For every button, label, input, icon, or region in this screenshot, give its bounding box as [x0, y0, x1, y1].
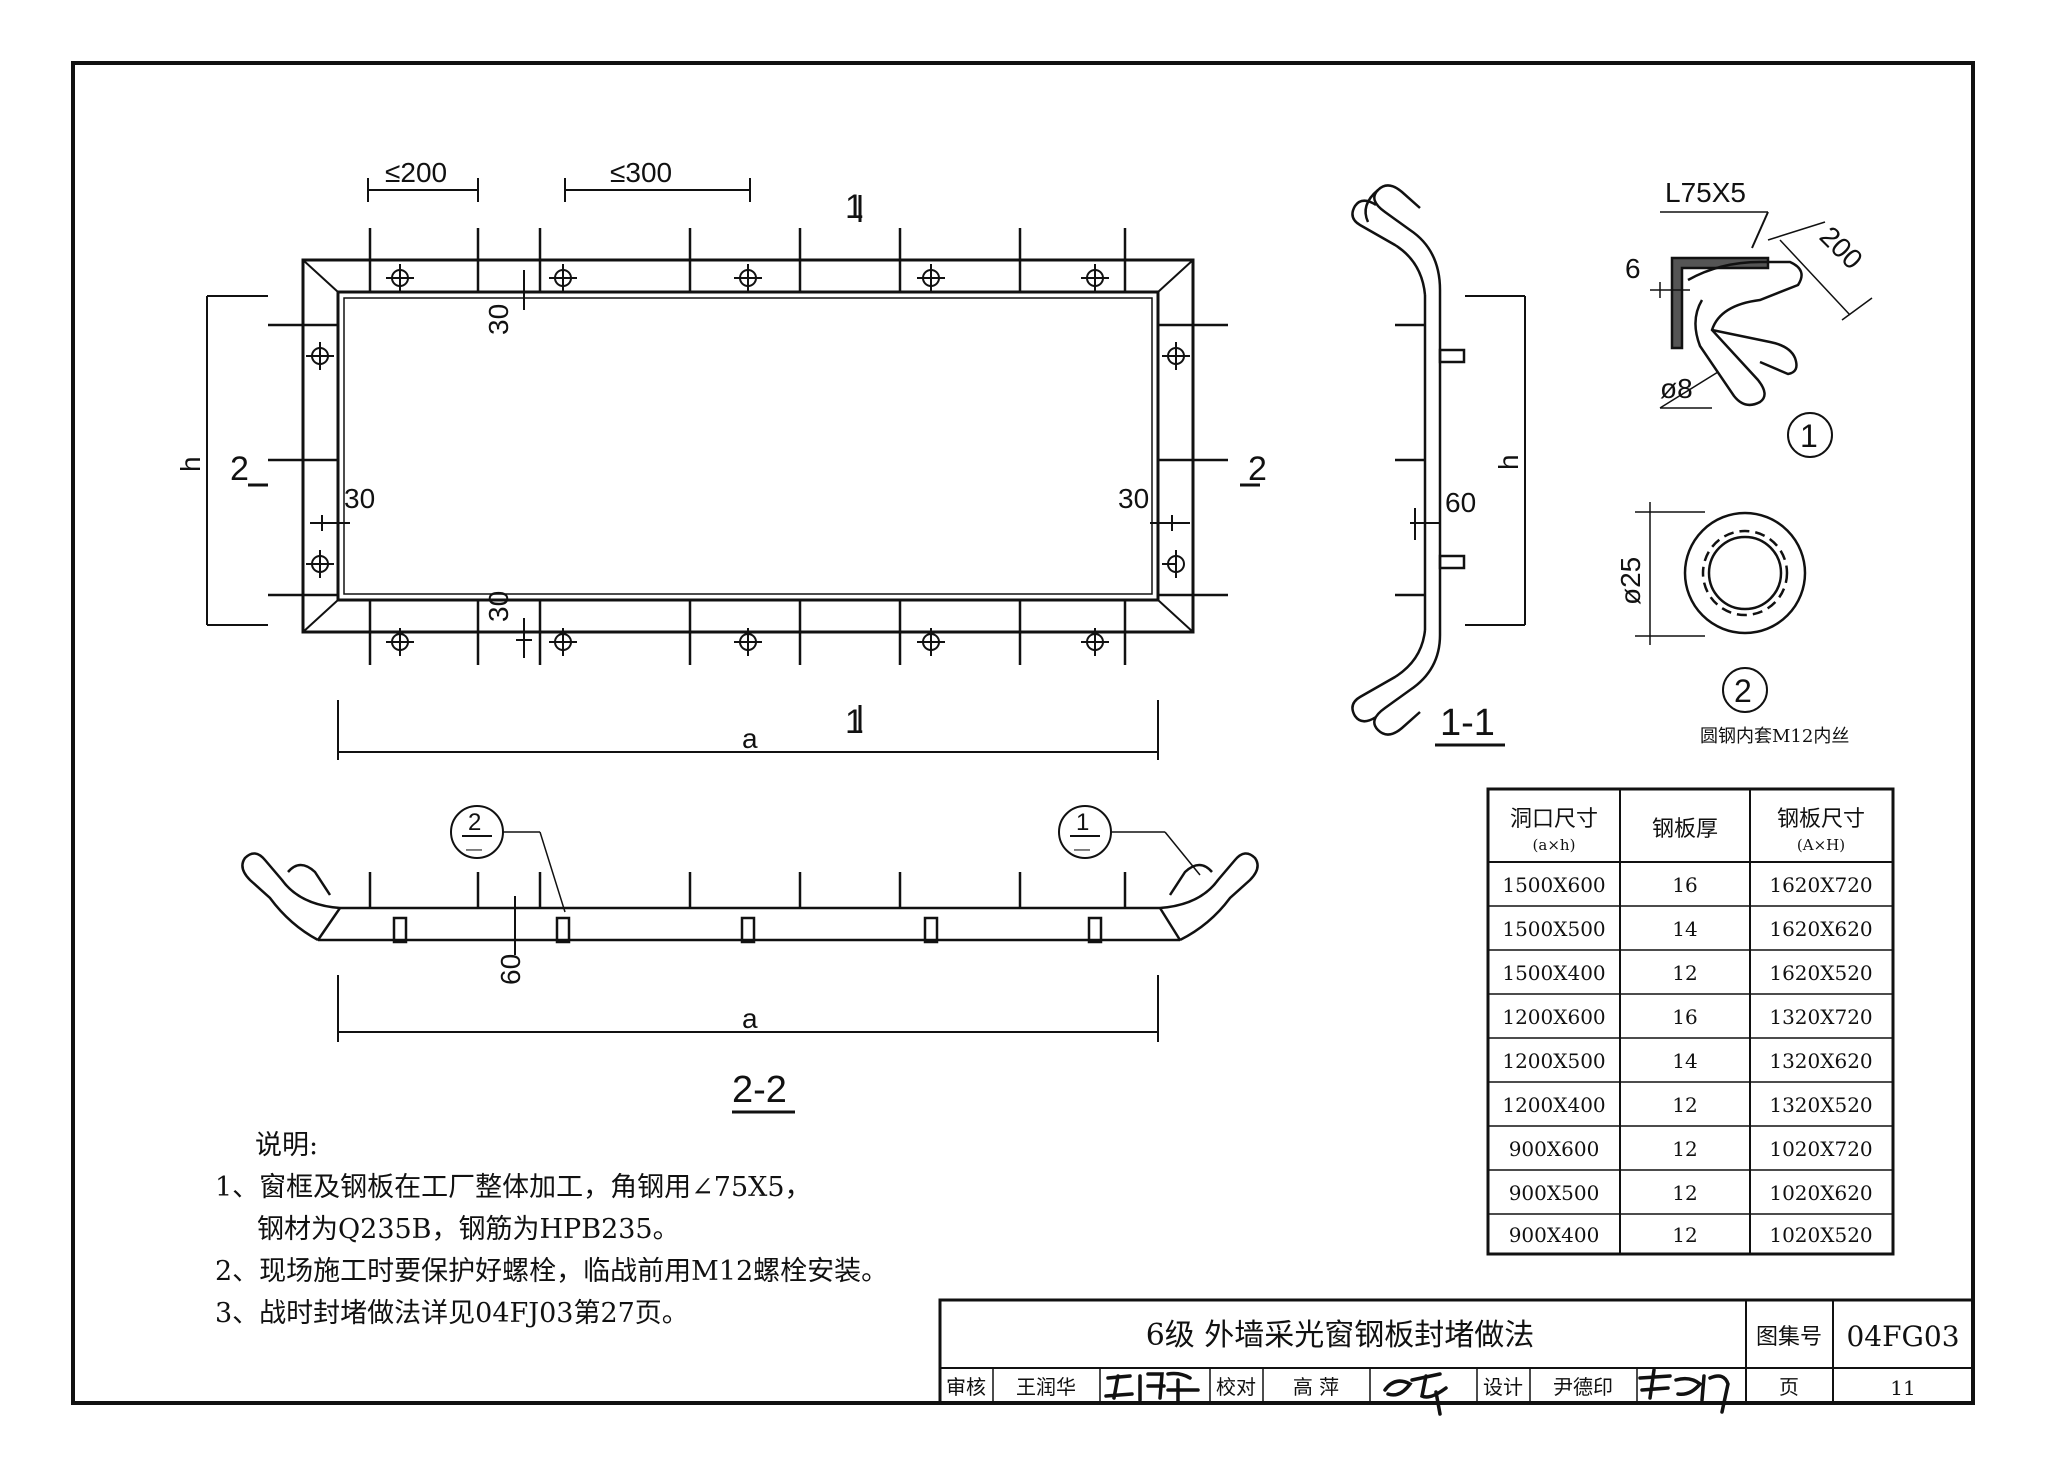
detail-2	[1635, 502, 1807, 713]
design-label: 设计	[1483, 1375, 1523, 1399]
offset-30-bottom: 30	[483, 591, 514, 622]
plan-height-label: h	[175, 456, 206, 472]
notes-line-1: 1、窗框及钢板在工厂整体加工，角钢用∠75X5，	[215, 1172, 812, 1203]
section-1-1-dim-60: 60	[1445, 487, 1476, 518]
section-2-2	[241, 805, 1259, 1114]
title-block	[938, 1298, 1975, 1405]
table-body: 1500X600 16 1620X720 1500X500 14 1620X62…	[1502, 873, 1872, 1247]
table-cell: 1020X620	[1769, 1181, 1872, 1205]
table-cell: 1500X400	[1502, 961, 1605, 985]
dim-spacing-mid: ≤300	[610, 157, 672, 188]
table-cell: 16	[1672, 1005, 1697, 1029]
notes-line-1b: 钢材为Q235B，钢筋为HPB235。	[257, 1214, 680, 1245]
notes: 说明: 1、窗框及钢板在工厂整体加工，角钢用∠75X5， 钢材为Q235B，钢筋…	[215, 1125, 935, 1335]
table-cell: 1320X620	[1769, 1049, 1872, 1073]
table-cell: 1620X520	[1769, 961, 1872, 985]
offset-30-left: 30	[344, 483, 375, 514]
size-table	[1486, 787, 1895, 1256]
detail-2-caption: 圆钢内套M12内丝	[1700, 726, 1849, 747]
drawing-title: 6级 外墙采光窗钢板封堵做法	[1146, 1318, 1535, 1353]
table-cell: 16	[1672, 873, 1697, 897]
table-cell: 1200X500	[1502, 1049, 1605, 1073]
header-opening-size-sub: (a×h)	[1533, 836, 1576, 854]
table-header: 洞口尺寸 (a×h) 钢板厚 钢板尺寸 (A×H)	[1510, 807, 1865, 854]
dim-spacing-edge: ≤200	[385, 157, 447, 188]
offset-30-top: 30	[483, 304, 514, 335]
table-cell: 1020X720	[1769, 1137, 1872, 1161]
table-cell: 14	[1672, 917, 1697, 941]
table-cell: 1200X400	[1502, 1093, 1605, 1117]
table-cell: 1200X600	[1502, 1005, 1605, 1029]
table-cell: 1320X720	[1769, 1005, 1872, 1029]
table-cell: 12	[1672, 1093, 1697, 1117]
table-cell: 1320X520	[1769, 1093, 1872, 1117]
detail-1-length-label: 200	[1814, 220, 1869, 275]
detail-1-number: 1	[1800, 418, 1818, 454]
notes-line-3: 3、战时封堵做法详见04FJ03第27页。	[215, 1298, 689, 1329]
table-cell: 1500X500	[1502, 917, 1605, 941]
detail-1	[1650, 211, 1873, 458]
reviewer-signature	[1104, 1371, 1200, 1404]
notes-heading: 说明:	[255, 1130, 319, 1161]
designer-signature	[1638, 1368, 1730, 1414]
table-cell: 12	[1672, 1223, 1697, 1247]
section-2-2-title: 2-2	[732, 1069, 787, 1111]
check-label: 校对	[1216, 1375, 1256, 1399]
atlas-number: 04FG03	[1846, 1320, 1959, 1353]
callout-right-sub: —	[1074, 841, 1090, 858]
plan-outer-plate	[301, 258, 1195, 634]
section-mark-2-left: 2	[230, 450, 249, 488]
section-2-2-width-label: a	[742, 1003, 758, 1034]
notes-line-2: 2、现场施工时要保护好螺栓，临战前用M12螺栓安装。	[215, 1256, 889, 1287]
atlas-label: 图集号	[1756, 1325, 1822, 1350]
page-number: 11	[1890, 1376, 1915, 1400]
detail-1-angle-label: L75X5	[1665, 177, 1746, 208]
designer-name: 尹德印	[1553, 1375, 1613, 1399]
table-cell: 1020X520	[1769, 1223, 1872, 1247]
callout-left-number: 2	[468, 809, 481, 836]
table-cell: 1620X720	[1769, 873, 1872, 897]
section-mark-1-top: 1	[845, 188, 864, 226]
header-plate-size: 钢板尺寸	[1777, 807, 1865, 832]
table-cell: 1500X600	[1502, 873, 1605, 897]
header-opening-size: 洞口尺寸	[1510, 807, 1598, 832]
table-cell: 12	[1672, 1181, 1697, 1205]
section-1-1-height-label: h	[1493, 454, 1524, 470]
callout-left-sub: —	[466, 841, 482, 858]
table-cell: 12	[1672, 1137, 1697, 1161]
detail-1-bar-label: ø8	[1660, 373, 1693, 404]
reviewer-name: 王润华	[1016, 1375, 1076, 1399]
section-1-1-title: 1-1	[1440, 702, 1495, 744]
detail-2-number: 2	[1734, 673, 1752, 709]
page-label: 页	[1779, 1375, 1799, 1399]
section-mark-1-bottom: 1	[845, 703, 864, 741]
review-label: 审核	[946, 1375, 986, 1399]
offset-30-right: 30	[1118, 483, 1149, 514]
table-cell: 900X500	[1509, 1181, 1600, 1205]
table-cell: 1620X620	[1769, 917, 1872, 941]
signatures	[1104, 1368, 1730, 1416]
section-1-1	[1351, 184, 1526, 747]
section-mark-2-right: 2	[1248, 450, 1267, 488]
table-cell: 14	[1672, 1049, 1697, 1073]
callout-right-number: 1	[1076, 809, 1089, 836]
header-plate-thickness: 钢板厚	[1652, 817, 1718, 842]
plan-bolts	[306, 264, 1190, 656]
table-cell: 900X400	[1509, 1223, 1600, 1247]
plan-inner-opening	[336, 290, 1160, 602]
plan-width-label: a	[742, 723, 758, 754]
checker-name: 高 萍	[1293, 1375, 1339, 1399]
detail-2-dia-label: ø25	[1615, 557, 1646, 605]
table-cell: 900X600	[1509, 1137, 1600, 1161]
header-plate-size-sub: (A×H)	[1797, 836, 1845, 854]
section-2-2-dim-60: 60	[495, 954, 526, 985]
detail-1-thickness-label: 6	[1625, 253, 1641, 284]
checker-signature	[1383, 1372, 1448, 1416]
plan-view	[206, 178, 1260, 760]
table-cell: 12	[1672, 961, 1697, 985]
